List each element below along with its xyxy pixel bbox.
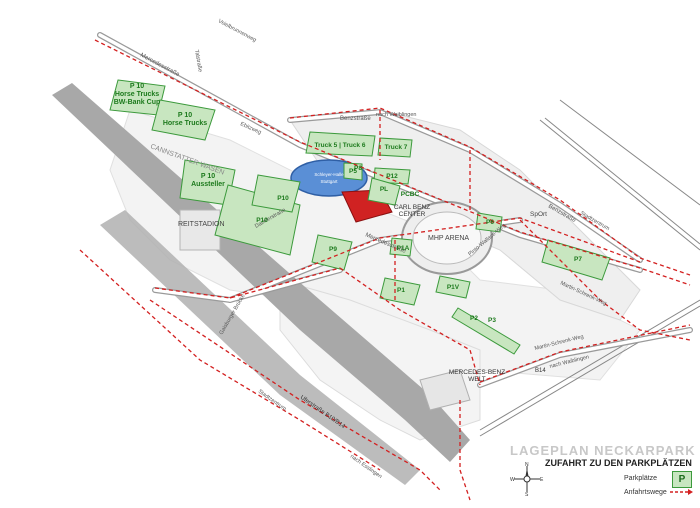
parking-p5[interactable] xyxy=(343,162,363,181)
parking-label-p3: P3 xyxy=(488,317,496,324)
parking-label-p7: P7 xyxy=(574,256,582,263)
label-nach-waiblingen: nach Waiblingen xyxy=(376,112,416,118)
compass-s: S xyxy=(525,492,529,496)
parking-label-p5: P5 xyxy=(349,168,357,175)
label-reitstadion: REITSTADION xyxy=(178,221,225,228)
parking-label-p12: P12 xyxy=(386,173,398,180)
reitstadion xyxy=(179,209,221,251)
label-benzstrasse: Benzstraße xyxy=(340,116,371,122)
compass-n: N xyxy=(525,462,529,468)
parking-label-p10-b: P10 xyxy=(277,195,289,202)
parking-p7[interactable] xyxy=(541,239,611,281)
compass-e: E xyxy=(540,477,544,483)
compass: N S W E xyxy=(510,462,544,498)
parking-truck5[interactable] xyxy=(305,131,376,157)
parking-label-p10-a: P10 xyxy=(256,217,268,224)
parking-label-p1a: P1A xyxy=(397,245,410,252)
parking-label-truck7: Truck 7 xyxy=(385,144,408,151)
parking-p10-horse2[interactable] xyxy=(151,99,216,141)
parking-label-truck5: Truck 5 | Truck 6 xyxy=(315,142,366,149)
parking-label-p1v: P1V xyxy=(447,284,460,291)
compass-rose-icon: N S W E xyxy=(510,462,544,498)
label-sport: SpOrt xyxy=(530,211,547,218)
compass-w: W xyxy=(510,477,515,483)
parking-label-pl: PL xyxy=(380,186,388,193)
legend-parking-symbol: P xyxy=(672,471,692,488)
parking-p1[interactable] xyxy=(379,277,421,306)
legend-routes-label: Anfahrtswege xyxy=(624,489,667,496)
parking-truck7[interactable] xyxy=(377,137,413,158)
access-routes xyxy=(79,39,691,501)
map-title: LAGEPLAN NECKARPARK xyxy=(510,443,696,458)
legend-route-icon xyxy=(670,489,693,495)
parking-label-p9: P9 xyxy=(329,246,337,253)
parking-label-pcbc: PCBC xyxy=(401,191,420,198)
parking-p10-b[interactable] xyxy=(251,174,301,213)
map-subtitle: ZUFAHRT ZU DEN PARKPLÄTZEN xyxy=(545,458,692,468)
rail-lines xyxy=(479,99,700,437)
parking-label-p2: P2 xyxy=(470,315,478,322)
mhp-arena-pitch xyxy=(412,211,482,265)
label-b14: B14 xyxy=(535,368,546,374)
parking-p2[interactable] xyxy=(451,307,521,355)
parking-p12[interactable] xyxy=(373,167,411,185)
parking-p1v[interactable] xyxy=(435,275,471,299)
label-mhp-arena: MHP ARENA xyxy=(428,235,469,242)
rail-corridor xyxy=(52,83,470,462)
legend-parking-label: Parkplätze xyxy=(624,475,658,482)
river-bank xyxy=(100,210,420,485)
label-talstrasse: Talstraße xyxy=(193,49,203,72)
parking-label-p8: P8 xyxy=(354,165,362,172)
parking-pl[interactable] xyxy=(367,177,401,206)
mercedes-welt-building xyxy=(419,369,471,411)
parking-label-p6: P6 xyxy=(486,219,494,226)
parking-label-p1: P1 xyxy=(397,287,405,294)
